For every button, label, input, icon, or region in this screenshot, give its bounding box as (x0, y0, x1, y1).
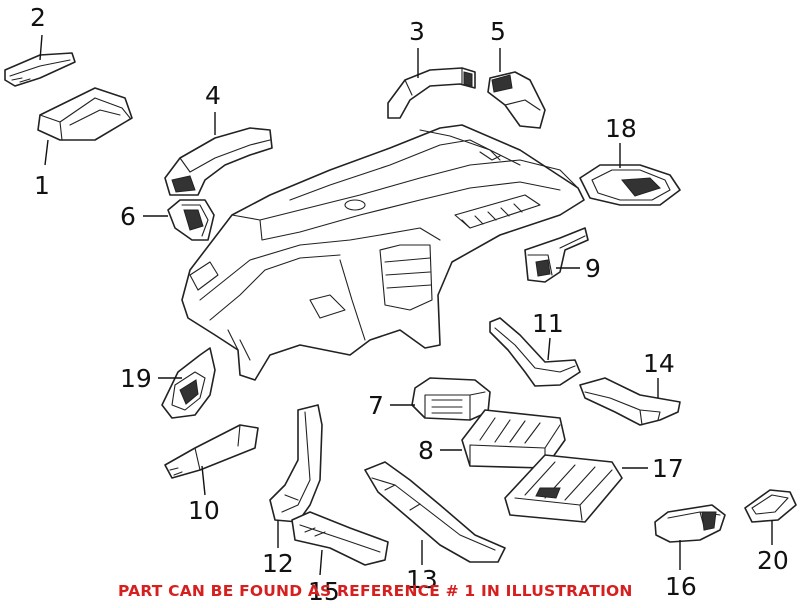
part-18-vent (579, 164, 681, 206)
part-11-duct (489, 317, 581, 387)
callout-15: 15 (308, 577, 340, 606)
callout-1: 1 (34, 171, 50, 200)
callout-11: 11 (532, 309, 564, 338)
callout-20: 20 (757, 546, 789, 575)
part-4-duct (164, 127, 273, 196)
callout-9: 9 (585, 254, 601, 283)
callout-19: 19 (120, 364, 152, 393)
part-13-duct (364, 461, 506, 563)
callout-13: 13 (406, 565, 438, 594)
part-17-vent (504, 454, 623, 523)
part-2-cover (4, 52, 76, 87)
part-10-duct (164, 424, 259, 479)
part-12-duct (269, 404, 323, 523)
callout-10: 10 (188, 496, 220, 525)
instrument-panel (181, 124, 585, 381)
callout-4: 4 (205, 81, 221, 110)
part-16-vent (654, 504, 726, 543)
callout-17: 17 (652, 454, 684, 483)
callout-3: 3 (409, 17, 425, 46)
part-6-vent (167, 199, 215, 241)
part-3-duct (387, 67, 476, 119)
part-7-vent (411, 377, 491, 421)
callout-16: 16 (665, 572, 697, 601)
part-8-vent (461, 409, 566, 469)
callout-18: 18 (605, 114, 637, 143)
leader-lines (39, 34, 773, 576)
callout-5: 5 (490, 17, 506, 46)
reference-note: PART CAN BE FOUND AS REFERENCE # 1 IN IL… (118, 582, 633, 600)
part-9-bracket (524, 227, 589, 283)
callout-14: 14 (643, 349, 675, 378)
callout-12: 12 (262, 549, 294, 578)
part-15-duct (291, 511, 389, 566)
callout-6: 6 (120, 202, 136, 231)
part-20-vent (744, 489, 797, 523)
callout-2: 2 (30, 3, 46, 32)
part-19-vent (161, 347, 216, 419)
callout-7: 7 (368, 391, 384, 420)
part-14-duct (579, 377, 681, 426)
callout-8: 8 (418, 436, 434, 465)
part-1-duct (37, 87, 133, 141)
callout-numbers: 2 1 3 5 4 6 18 9 11 14 19 7 8 17 10 12 1… (30, 3, 789, 606)
part-5-duct (487, 71, 546, 129)
